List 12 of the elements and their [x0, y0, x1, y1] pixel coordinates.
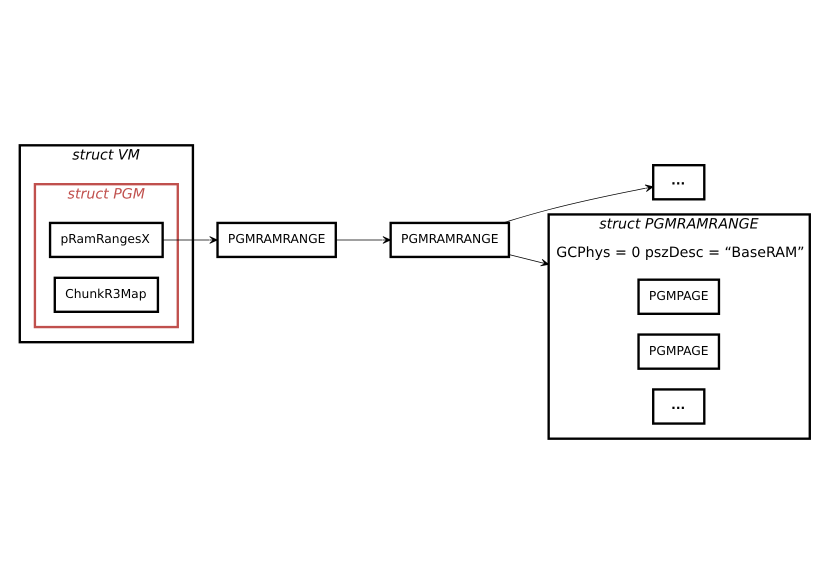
arrow — [162, 236, 218, 244]
node-box: PGMPAGE — [637, 278, 720, 315]
node-box: ChunkR3Map — [54, 276, 160, 314]
node-box: ... — [652, 388, 706, 425]
arrow — [502, 184, 654, 224]
node-box: PGMPAGE — [637, 333, 720, 370]
arrow — [335, 236, 391, 244]
node-box: pRamRangesX — [48, 222, 164, 258]
node-box: PGMRAMRANGE — [216, 222, 337, 258]
node-box: PGMRAMRANGE — [389, 222, 510, 258]
node-box: ... — [652, 164, 706, 200]
arrow — [508, 254, 550, 266]
